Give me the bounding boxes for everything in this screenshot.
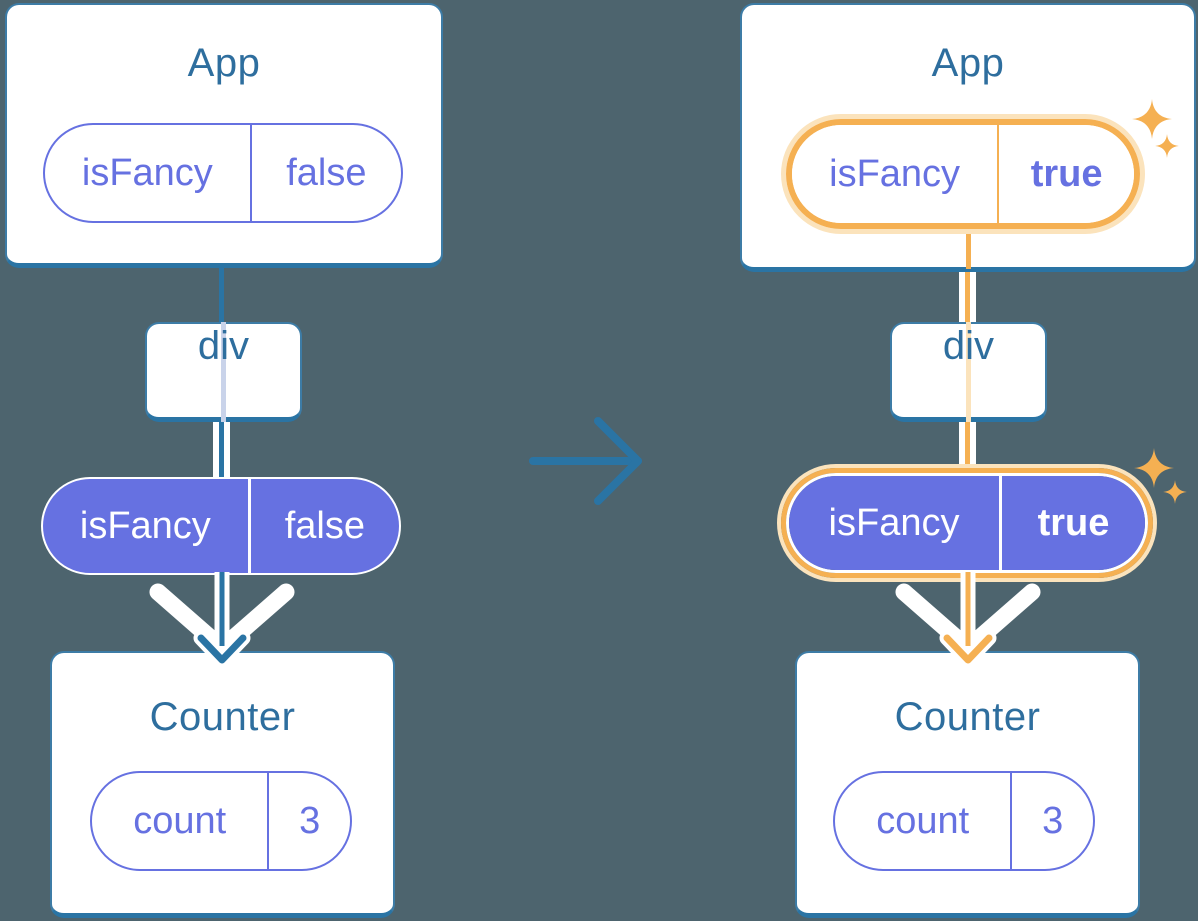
down-arrow-icon — [149, 572, 295, 668]
prop-value-label: false — [249, 125, 401, 221]
right-counter-title: Counter — [894, 695, 1041, 739]
highlight-ring: isFancy true — [786, 119, 1140, 229]
right-div-card: div — [890, 322, 1047, 422]
down-arrow-icon — [895, 572, 1041, 668]
left-counter-card: Counter count 3 — [50, 651, 395, 918]
left-app-div-connector — [219, 262, 224, 326]
state-name-label: count — [133, 799, 227, 842]
right-app-div-connector — [959, 268, 976, 326]
left-div-passthrough-line — [221, 322, 226, 422]
left-div-label: div — [197, 324, 250, 368]
left-passed-prop-pill: isFancy false — [41, 477, 401, 575]
prop-name-label: isFancy — [828, 501, 960, 544]
right-counter-state-pill: count 3 — [833, 771, 1095, 871]
right-div-passthrough-line — [966, 322, 971, 422]
right-app-prop-line — [966, 227, 971, 269]
right-app-card: App isFancy true — [740, 3, 1196, 272]
left-counter-state-pill: count 3 — [90, 771, 352, 871]
left-app-title: App — [187, 41, 261, 85]
prop-name-label: isFancy — [79, 504, 211, 547]
left-app-prop-pill: isFancy false — [43, 123, 403, 223]
prop-name-label: isFancy — [81, 151, 213, 194]
right-div-pill-connector — [959, 418, 976, 470]
prop-value-label: true — [999, 476, 1145, 570]
right-div-label: div — [942, 324, 995, 368]
left-div-pill-connector — [213, 418, 230, 482]
left-div-pill-connector-core — [219, 418, 224, 482]
right-passed-prop-pill-highlighted: isFancy true — [777, 464, 1157, 582]
state-name-label: count — [876, 799, 970, 842]
prop-value-label: true — [997, 125, 1134, 223]
left-counter-title: Counter — [149, 695, 296, 739]
right-arrow-icon — [529, 417, 642, 505]
left-app-card: App isFancy false — [5, 3, 443, 268]
right-app-div-connector-core — [965, 268, 970, 326]
right-app-title: App — [931, 41, 1005, 85]
left-div-card: div — [145, 322, 302, 422]
chevron-down-icon — [895, 583, 1041, 657]
sparkle-icon — [1155, 134, 1179, 158]
chevron-down-icon — [149, 583, 295, 657]
sparkle-icon — [1132, 99, 1172, 139]
sparkle-icon — [1163, 480, 1187, 504]
prop-value-label: false — [247, 479, 399, 573]
state-value-label: 3 — [267, 773, 350, 869]
prop-name-label: isFancy — [829, 152, 961, 195]
right-div-pill-connector-core — [965, 418, 970, 470]
highlight-ring: isFancy true — [781, 468, 1153, 578]
right-app-prop-pill-highlighted: isFancy true — [781, 114, 1145, 234]
sparkle-icon — [1134, 448, 1174, 488]
right-counter-card: Counter count 3 — [795, 651, 1140, 918]
state-value-label: 3 — [1010, 773, 1093, 869]
